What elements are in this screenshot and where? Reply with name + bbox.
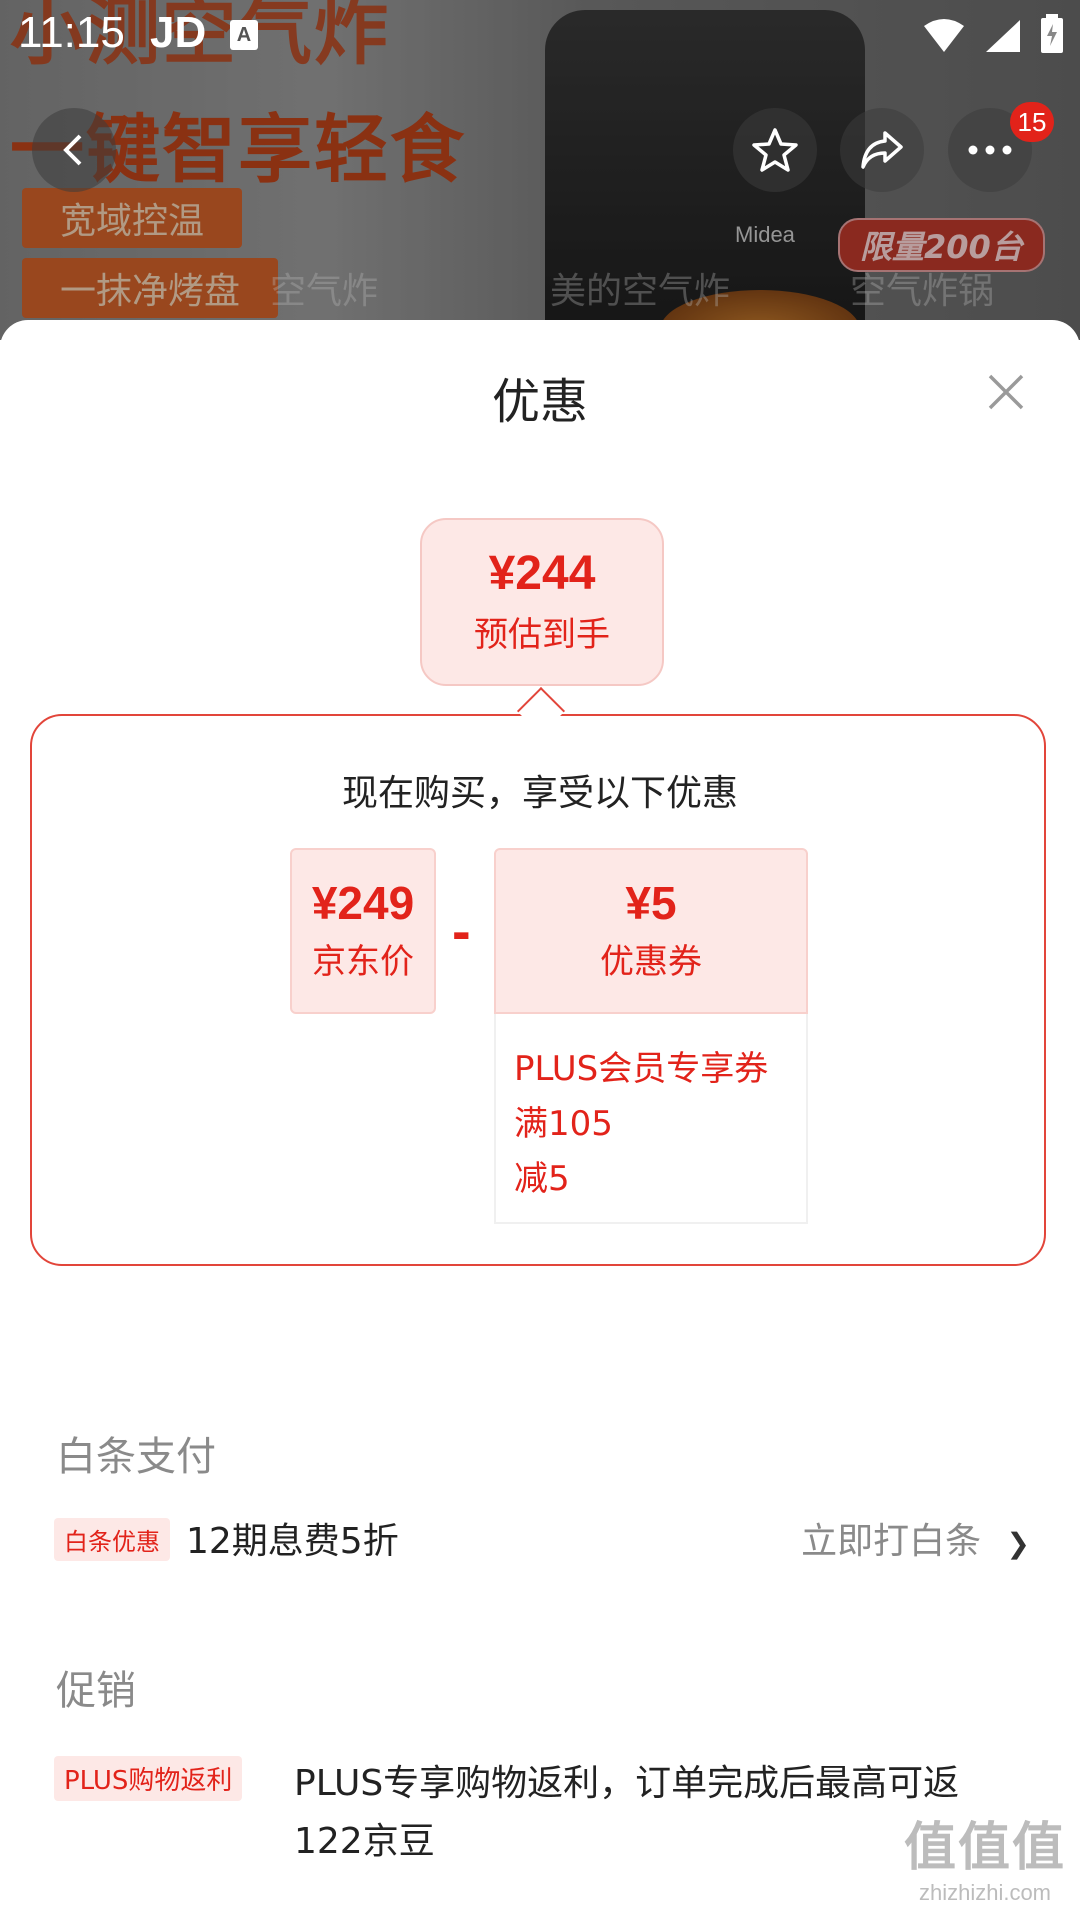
promotion-section-title: 促销 xyxy=(56,1668,136,1714)
coupon-detail-line: PLUS会员专享券 xyxy=(514,1049,769,1089)
status-icons xyxy=(922,14,1064,54)
coupon-card: ¥5 优惠券 xyxy=(494,848,808,1014)
wifi-icon xyxy=(924,19,964,52)
baitiao-section-title: 白条支付 xyxy=(56,1434,216,1480)
plus-rebate-text: PLUS专享购物返利，订单完成后最高可返 xyxy=(294,1763,960,1804)
more-icon xyxy=(968,145,1012,155)
status-time: 11:15 xyxy=(18,8,125,57)
back-button[interactable] xyxy=(32,108,116,192)
sheet-title: 优惠 xyxy=(491,374,588,430)
banner-feature-chip: 宽域控温 xyxy=(22,188,243,248)
estimated-price-label: 预估到手 xyxy=(474,615,610,655)
close-icon xyxy=(988,374,1024,410)
status-carrier: JD xyxy=(150,8,207,57)
notification-icon: A xyxy=(230,20,258,50)
estimated-price: ¥244 xyxy=(488,547,596,600)
coupon-label: 优惠券 xyxy=(600,942,702,982)
limited-badge: 限量200台 xyxy=(838,218,1045,272)
brand-logo: Midea xyxy=(735,222,795,247)
baitiao-action-label: 立即打白条 xyxy=(801,1521,982,1562)
baitiao-action-link[interactable]: 立即打白条 ❯ xyxy=(801,1512,1030,1564)
watermark-logo: 值值值 xyxy=(903,1819,1066,1877)
air-fryer-image xyxy=(545,10,865,340)
coupon-amount: ¥5 xyxy=(625,877,677,929)
banner-ghost-tab: 美的空气炸 xyxy=(550,271,731,312)
battery-icon xyxy=(1041,14,1063,53)
jd-price-card: ¥249 京东价 xyxy=(290,848,436,1014)
watermark-url: zhizhizhi.com xyxy=(918,1880,1052,1905)
message-count-badge: 15 xyxy=(1010,102,1054,142)
estimated-price-box: ¥244 预估到手 xyxy=(420,518,664,686)
minus-sign: - xyxy=(452,899,471,962)
jd-price-amount: ¥249 xyxy=(311,877,415,929)
baitiao-tag: 白条优惠 xyxy=(54,1518,170,1561)
plus-rebate-tag: PLUS购物返利 xyxy=(54,1756,243,1801)
star-icon xyxy=(752,128,798,172)
plus-rebate-text-continued: 122京豆 xyxy=(294,1821,435,1862)
coupon-detail: PLUS会员专享券 满105 减5 xyxy=(494,1014,808,1224)
coupon-detail-line: 减5 xyxy=(514,1159,570,1199)
banner-headline-top: 小测空气炸 xyxy=(10,0,390,75)
back-icon xyxy=(63,134,82,166)
discount-sheet: 优惠 ¥244 预估到手 现在购买，享受以下优惠 ¥249 京东价 - ¥5 优… xyxy=(0,320,1080,1920)
promo-heading: 现在购买，享受以下优惠 xyxy=(341,773,738,814)
close-button[interactable] xyxy=(984,370,1028,414)
banner-feature-chip: 一抹净烤盘 xyxy=(22,258,279,318)
favorite-button[interactable] xyxy=(733,108,817,192)
site-watermark: 值值值 zhizhizhi.com xyxy=(904,1805,1066,1906)
baitiao-offer-text: 12期息费5折 xyxy=(186,1521,399,1562)
banner-ghost-tab: 空气炸 xyxy=(270,271,379,312)
signal-icon xyxy=(986,20,1020,52)
banner-ghost-tab: 空气炸锅 xyxy=(850,271,995,312)
coupon-detail-line: 满105 xyxy=(514,1104,613,1144)
product-banner: Midea 小测空气炸 一键智享轻食 宽域控温 一抹净烤盘 限量200台 空气炸… xyxy=(0,0,1080,340)
jd-price-label: 京东价 xyxy=(312,942,414,982)
share-icon xyxy=(861,131,903,169)
chevron-right-icon: ❯ xyxy=(1006,1527,1030,1560)
share-button[interactable] xyxy=(840,108,924,192)
